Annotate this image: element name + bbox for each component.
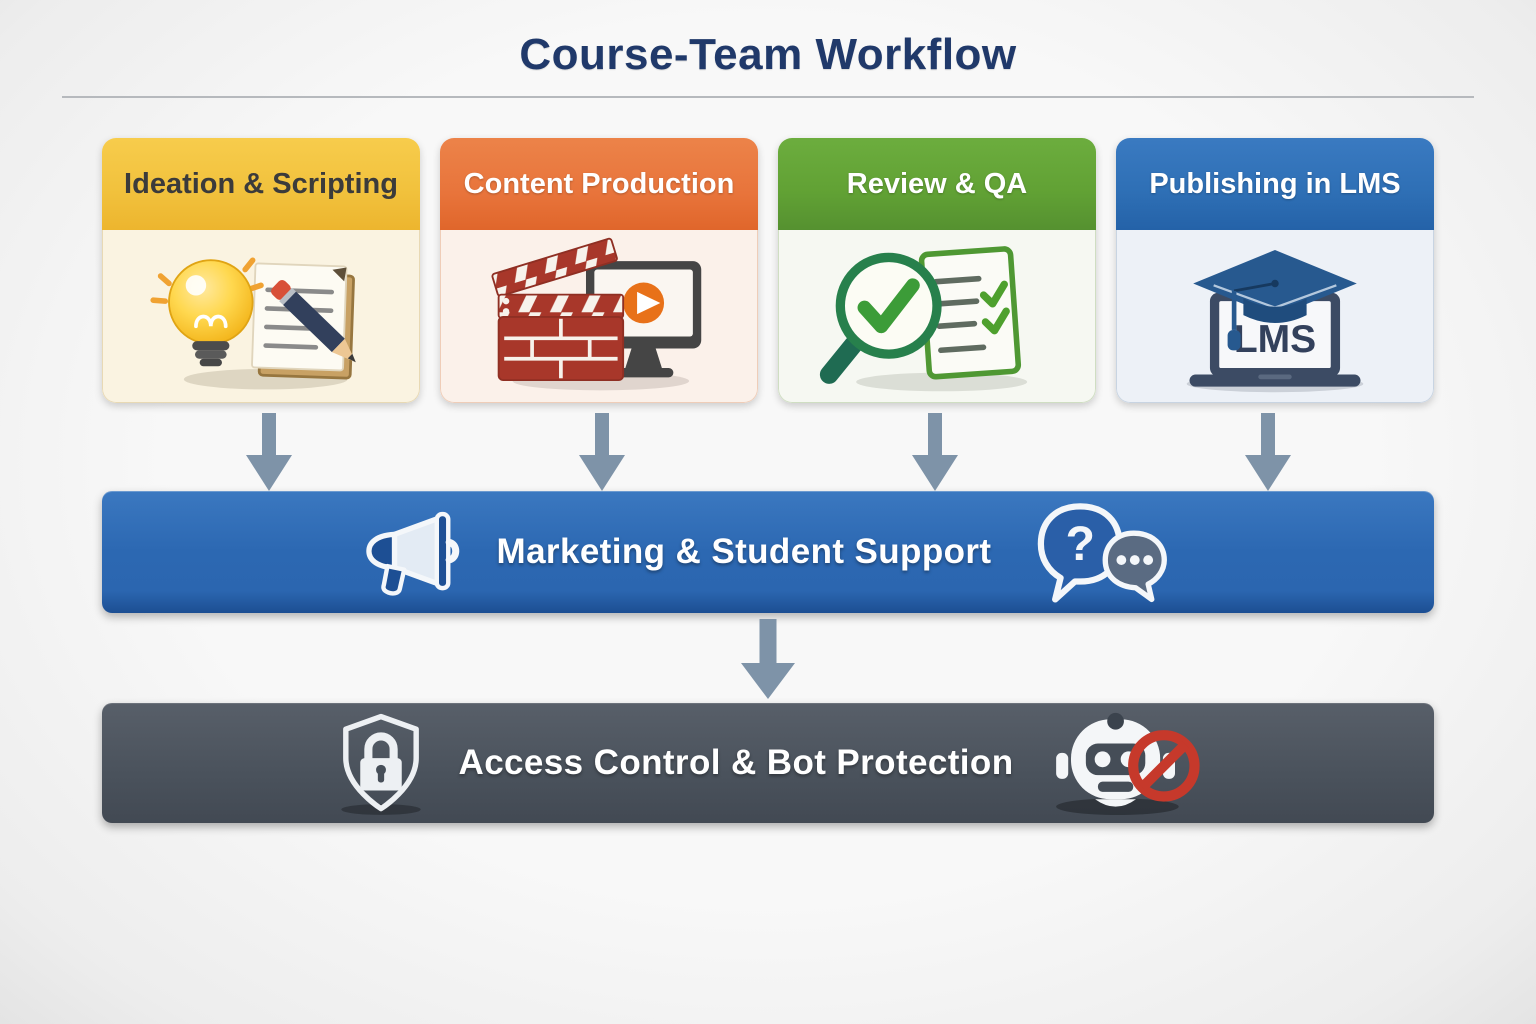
stage-body-ideation xyxy=(102,230,420,403)
down-arrow-icon xyxy=(741,619,795,699)
title-divider xyxy=(62,96,1474,98)
magnifier-checklist-icon xyxy=(819,246,1028,392)
clapperboard-monitor-icon xyxy=(491,237,702,391)
question-mark-glyph: ? xyxy=(1066,517,1095,571)
stage-label: Review & QA xyxy=(846,167,1028,200)
stage-label: Publishing in LMS xyxy=(1149,167,1401,200)
stage-body-review-qa xyxy=(778,230,1096,403)
stage-card-ideation: Ideation & Scripting xyxy=(102,138,420,403)
access-control-banner: Access Control & Bot Protection xyxy=(102,703,1434,823)
page-title: Course-Team Workflow xyxy=(519,30,1017,79)
stage-card-content-production: Content Production xyxy=(440,138,758,403)
down-arrow-icon xyxy=(579,413,625,491)
gradcap-laptop-icon: LMS xyxy=(1186,250,1364,393)
stages-row: Ideation & Scripting xyxy=(102,138,1434,403)
robot-blocked-icon xyxy=(1056,712,1201,815)
stage-body-content-production xyxy=(440,230,758,403)
lightbulb-notepad-icon xyxy=(150,257,356,390)
shield-lock-icon xyxy=(340,713,421,815)
stage-header-publishing-lms: Publishing in LMS xyxy=(1116,138,1434,230)
stage-label: Content Production xyxy=(463,167,735,200)
lms-screen-text: LMS xyxy=(1234,318,1316,361)
stage-body-publishing-lms: LMS xyxy=(1116,230,1434,403)
marketing-support-banner: Marketing & Student Support ? xyxy=(102,491,1434,613)
marketing-banner-label: Marketing & Student Support xyxy=(496,532,992,571)
down-arrow-icon xyxy=(246,413,292,491)
stage-header-review-qa: Review & QA xyxy=(778,138,1096,230)
megaphone-icon xyxy=(365,511,459,596)
down-arrow-icon xyxy=(1245,413,1291,491)
stage-header-ideation: Ideation & Scripting xyxy=(102,138,420,230)
stage-card-review-qa: Review & QA xyxy=(778,138,1096,403)
stage-card-publishing-lms: Publishing in LMS LMS xyxy=(1116,138,1434,403)
access-banner-label: Access Control & Bot Protection xyxy=(458,743,1014,782)
stage-arrows-row xyxy=(102,403,1434,491)
stage-label: Ideation & Scripting xyxy=(124,167,398,200)
mid-arrow-row xyxy=(0,613,1536,699)
chat-bubbles-icon: ? xyxy=(1038,503,1168,603)
stage-header-content-production: Content Production xyxy=(440,138,758,230)
down-arrow-icon xyxy=(912,413,958,491)
